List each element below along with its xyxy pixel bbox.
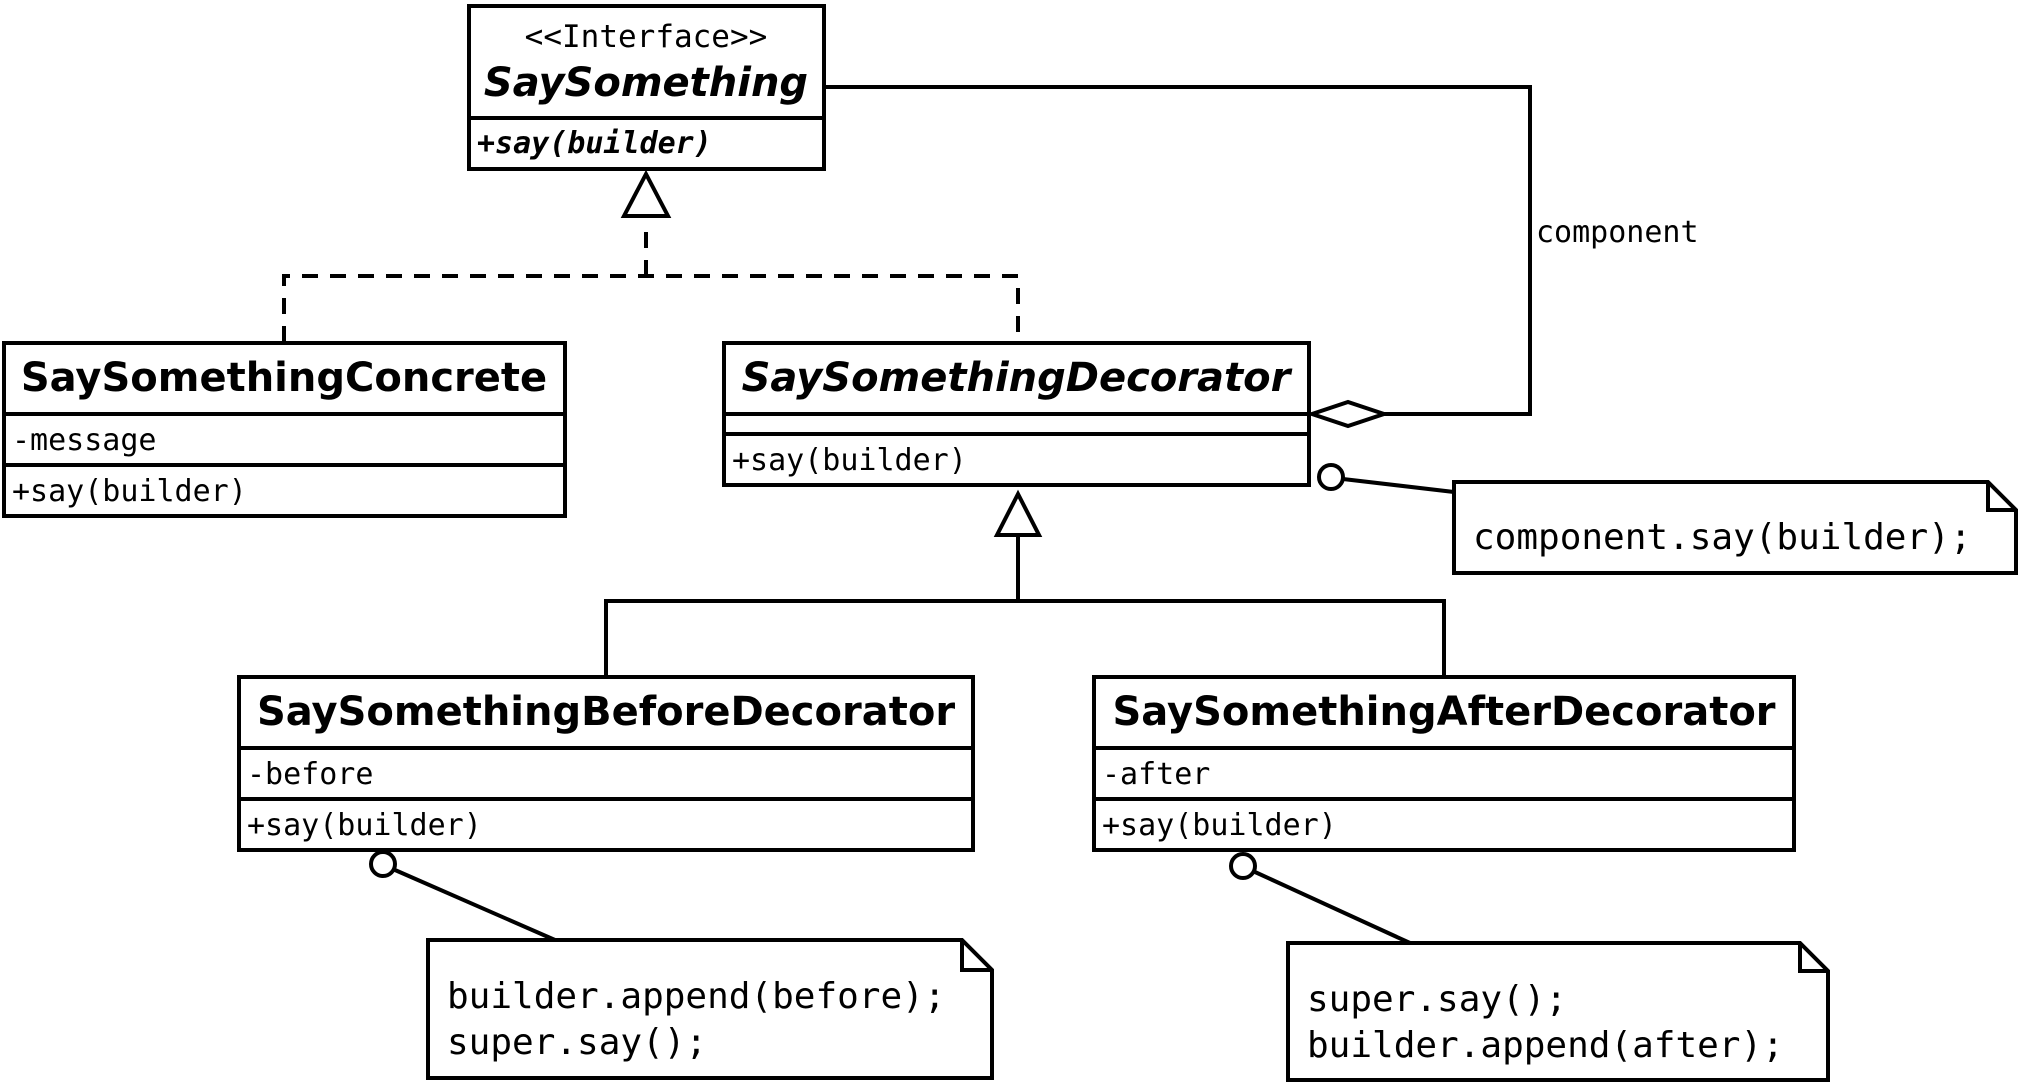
- after-decorator-attribute: -after: [1102, 757, 1210, 792]
- generalization-arrowhead: [993, 489, 1043, 537]
- class-saysomething-decorator: SaySomethingDecorator +say(builder): [722, 341, 1311, 487]
- before-decorator-name: SaySomethingBeforeDecorator: [257, 689, 955, 735]
- before-decorator-method: +say(builder): [247, 808, 482, 843]
- note-before-line-2: super.say();: [447, 1022, 707, 1063]
- aggregation-diamond: [1305, 399, 1391, 429]
- note-before: builder.append(before); super.say();: [369, 850, 994, 1080]
- note-anchor-circle: [1317, 463, 1345, 491]
- decorator-name: SaySomethingDecorator: [742, 355, 1293, 401]
- class-saysomething-interface: <<Interface>> SaySomething +say(builder): [467, 4, 826, 171]
- association-label: component: [1536, 215, 1699, 250]
- class-saysomething-after-decorator: SaySomethingAfterDecorator -after +say(b…: [1092, 675, 1796, 852]
- note-after: super.say(); builder.append(after);: [1229, 852, 1830, 1082]
- note-anchor-circle: [369, 850, 397, 878]
- note-before-line-1: builder.append(before);: [447, 976, 946, 1017]
- after-decorator-name: SaySomethingAfterDecorator: [1112, 689, 1775, 735]
- before-decorator-attribute: -before: [247, 757, 373, 792]
- note-after-line-2: builder.append(after);: [1307, 1025, 1784, 1066]
- generalization-connector: [604, 489, 1446, 676]
- note-anchor-circle: [1229, 852, 1257, 880]
- aggregation-connector: component: [824, 85, 1699, 429]
- interface-name: SaySomething: [484, 60, 808, 106]
- interface-stereotype: <<Interface>>: [525, 19, 768, 55]
- note-decorator-line: component.say(builder);: [1473, 517, 1972, 558]
- realization-connector: [282, 169, 1020, 342]
- note-after-line-1: super.say();: [1307, 979, 1567, 1020]
- class-saysomething-concrete: SaySomethingConcrete -message +say(build…: [2, 341, 567, 518]
- class-saysomething-before-decorator: SaySomethingBeforeDecorator -before +say…: [237, 675, 975, 852]
- decorator-method: +say(builder): [732, 443, 967, 478]
- realization-arrowhead: [620, 169, 672, 218]
- note-decorator: component.say(builder);: [1317, 463, 2018, 575]
- interface-method: +say(builder): [477, 126, 712, 161]
- concrete-name: SaySomethingConcrete: [21, 355, 547, 401]
- after-decorator-method: +say(builder): [1102, 808, 1337, 843]
- concrete-method: +say(builder): [12, 474, 247, 509]
- concrete-attribute: -message: [12, 423, 157, 458]
